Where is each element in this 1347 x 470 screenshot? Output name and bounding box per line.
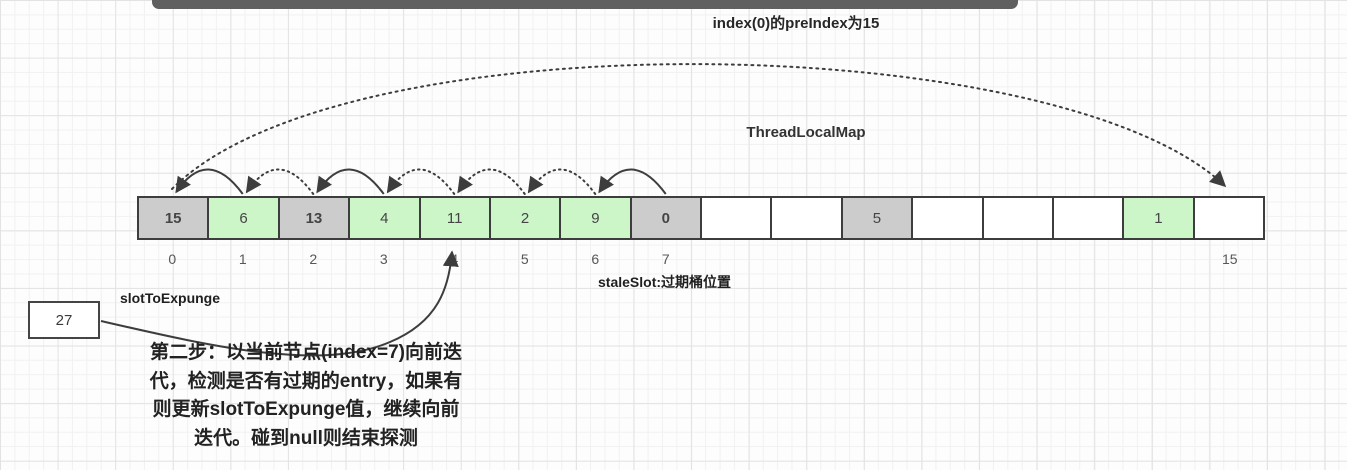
array-cell-5: 2 — [488, 196, 562, 240]
array-cell-15 — [1192, 196, 1265, 240]
array-cell-1: 6 — [207, 196, 280, 240]
array-cell-10: 5 — [840, 196, 914, 240]
array-cell-12 — [981, 196, 1054, 240]
index-label-1: 1 — [238, 251, 247, 267]
array-cell-6: 9 — [559, 196, 632, 240]
array-cell-9 — [770, 196, 843, 240]
arc-4-to-3 — [386, 168, 456, 195]
array-cell-0: 15 — [137, 196, 210, 240]
arc-6-to-5 — [527, 168, 597, 195]
arc-3-to-2 — [316, 168, 385, 195]
index-label-6: 6 — [591, 251, 600, 267]
index-label-5: 5 — [520, 251, 529, 267]
arc-7-to-6 — [598, 168, 667, 195]
description-line: 第二步：以当前节点(index=7)向前迭 — [150, 342, 462, 363]
arc-5-to-4 — [457, 168, 526, 195]
array-cell-14: 1 — [1122, 196, 1195, 240]
index-label-4: 4 — [450, 251, 459, 267]
description-line: 则更新slotToExpunge值，继续向前 — [152, 399, 460, 420]
arc-2-to-1 — [245, 168, 315, 195]
array-cell-3: 4 — [348, 196, 421, 240]
array-cell-8 — [700, 196, 773, 240]
description-line: 迭代。碰到null则结束探测 — [194, 427, 418, 449]
array-cell-13 — [1051, 196, 1125, 240]
index-label-7: 7 — [661, 251, 670, 267]
note-box: 27 — [28, 301, 100, 339]
slot-to-expunge-label: slotToExpunge — [119, 290, 221, 306]
diagram-title: index(0)的preIndex为15 — [712, 15, 880, 32]
step-description: 第二步：以当前节点(index=7)向前迭代，检测是否有过期的entry，如果有… — [106, 339, 506, 453]
index-label-3: 3 — [379, 251, 388, 267]
description-line: 代，检测是否有过期的entry，如果有 — [149, 370, 463, 392]
wrap-around-arrow — [171, 63, 1227, 190]
array-cell-11 — [911, 196, 984, 240]
array-cell-2: 13 — [277, 196, 351, 240]
threadlocalmap-label: ThreadLocalMap — [746, 124, 866, 141]
index-label-15: 15 — [1221, 251, 1238, 267]
window-title-bar — [152, 0, 1018, 9]
array-cell-7: 0 — [629, 196, 702, 240]
index-label-0: 0 — [168, 251, 177, 267]
index-label-2: 2 — [309, 251, 318, 267]
array-cell-4: 11 — [418, 196, 491, 240]
stale-slot-label: staleSlot:过期桶位置 — [598, 274, 732, 290]
arc-1-to-0 — [175, 168, 244, 195]
